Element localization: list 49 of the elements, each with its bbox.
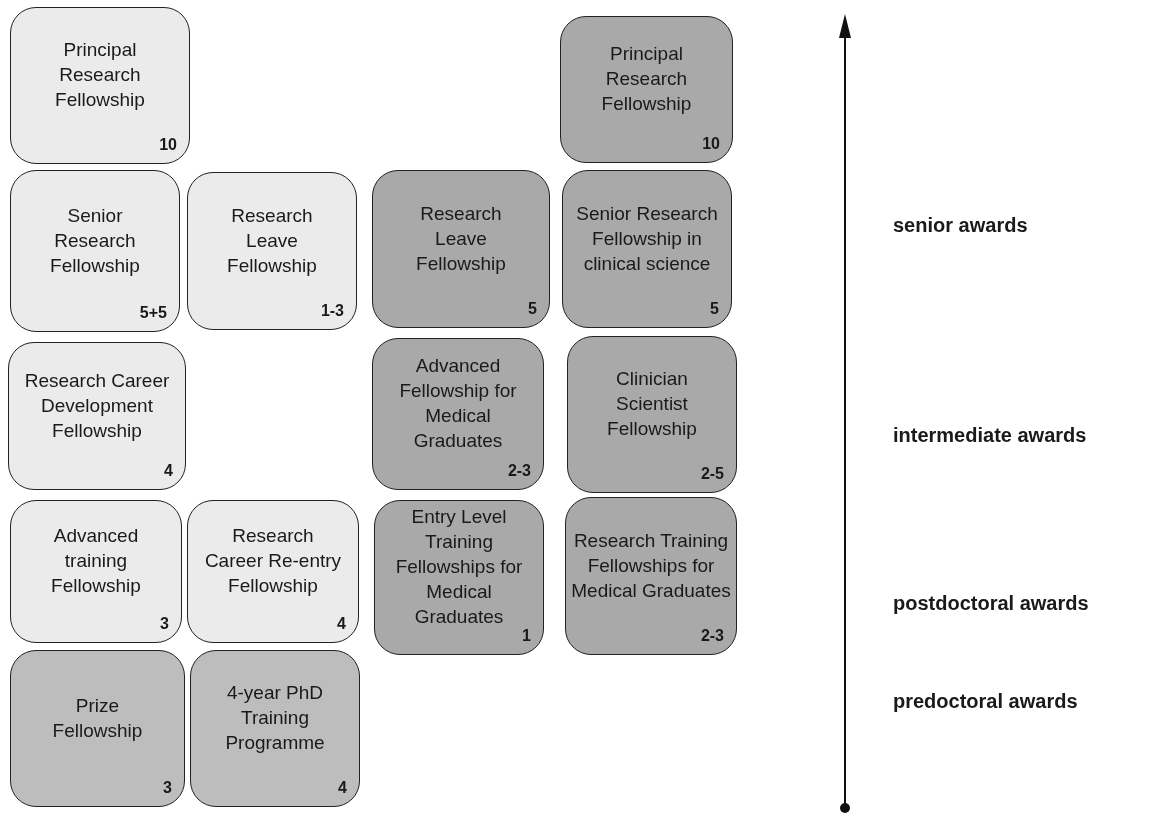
award-box [10, 650, 185, 807]
award-box [187, 500, 359, 643]
award-box [190, 650, 360, 807]
award-level-label: predoctoral awards [893, 689, 1078, 714]
duration-years: 2-3 [700, 626, 724, 646]
award-box [10, 7, 190, 164]
award-box [562, 170, 732, 328]
duration-years: 4 [338, 778, 347, 798]
award-title: Research Career Re-entry Fellowship [203, 524, 343, 598]
award-level-label: senior awards [893, 213, 1028, 238]
duration-years: 10 [159, 135, 177, 155]
award-box [565, 497, 737, 655]
duration-years: 5+5 [139, 303, 167, 323]
award-title: Research Leave Fellowship [226, 203, 318, 278]
award-box [10, 500, 182, 643]
award-title: Research Training Fellowships for Medical Graduates [571, 528, 731, 603]
award-title: Senior Research Fellowship [49, 203, 141, 278]
duration-years: 3 [160, 614, 169, 634]
duration-years: 3 [163, 778, 172, 798]
award-level-label: postdoctoral awards [893, 591, 1089, 616]
award-title: Principal Research Fellowship [600, 42, 693, 116]
award-box [567, 336, 737, 493]
award-title: Research Career Development Fellowship [23, 368, 171, 443]
award-box [10, 170, 180, 332]
award-title: Prize Fellowship [51, 693, 144, 743]
duration-years: 5 [710, 299, 719, 319]
award-box [560, 16, 733, 163]
duration-years: 4 [164, 461, 173, 481]
award-title: Research Leave Fellowship [415, 201, 507, 276]
award-title: 4-year PhD Training Programme [224, 681, 326, 755]
award-level-label: intermediate awards [893, 423, 1087, 448]
duration-years: 4 [337, 614, 346, 634]
award-title: Advanced training Fellowship [50, 524, 142, 598]
award-box [8, 342, 186, 490]
duration-years: 5 [528, 299, 537, 319]
award-title: Principal Research Fellowship [54, 38, 146, 112]
award-title: Advanced Fellowship for Medical Graduates [398, 354, 518, 453]
duration-years: 1 [522, 626, 531, 646]
award-box [374, 500, 544, 655]
award-title: Clinician Scientist Fellowship [606, 367, 698, 441]
award-title: Senior Research Fellowship in clinical science [575, 201, 719, 276]
award-box [187, 172, 357, 330]
duration-years: 2-5 [700, 464, 724, 484]
duration-years: 10 [702, 134, 720, 154]
award-title: Entry Level Training Fellowships for Medical Graduates [394, 505, 524, 629]
award-box [372, 170, 550, 328]
award-box [372, 338, 544, 490]
duration-years: 1-3 [320, 301, 344, 321]
duration-years: 2-3 [507, 461, 531, 481]
